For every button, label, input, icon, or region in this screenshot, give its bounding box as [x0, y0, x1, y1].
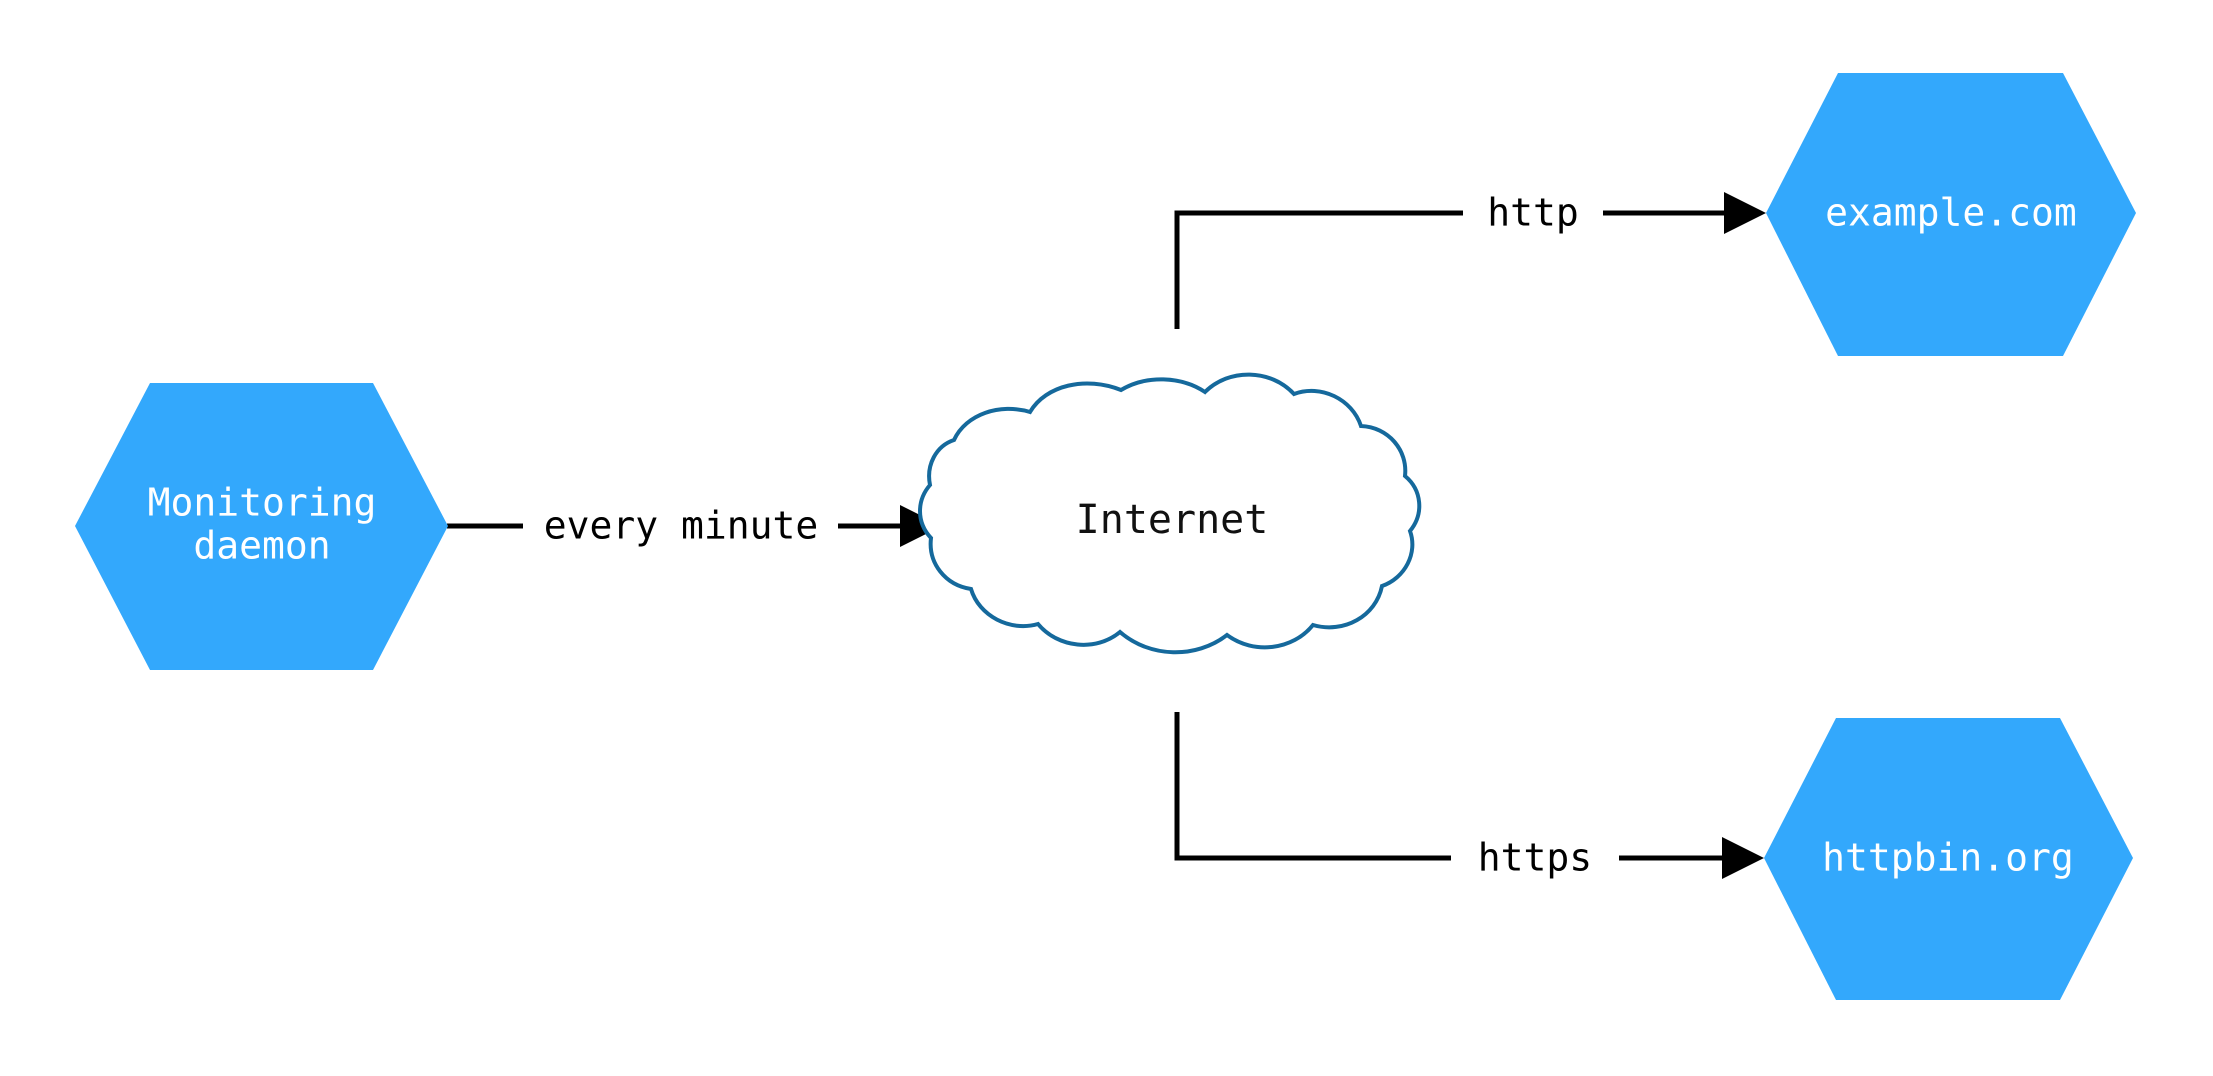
arrowhead-icon [1724, 192, 1766, 234]
edge-daemon-to-internet[interactable]: every minute [447, 504, 942, 548]
edge-elbow-down [1174, 712, 1451, 861]
edge-internet-to-example[interactable]: http [1174, 191, 1766, 330]
edge-internet-to-httpbin[interactable]: https [1174, 712, 1764, 880]
node-label-internet: Internet [1076, 497, 1269, 543]
edge-label-https: https [1478, 836, 1592, 880]
edge-label-http: http [1487, 191, 1579, 235]
node-monitoring-daemon[interactable]: Monitoring daemon [75, 383, 448, 670]
node-httpbin-org[interactable]: httpbin.org [1764, 718, 2133, 1000]
node-internet[interactable]: Internet [918, 372, 1422, 655]
arrowhead-icon [1722, 837, 1764, 879]
hexagon-shape [75, 383, 448, 670]
cloud-shape [918, 372, 1422, 655]
hexagon-shape [1764, 718, 2133, 1000]
node-label-httpbin-org: httpbin.org [1822, 836, 2074, 880]
edge-elbow-up [1174, 210, 1463, 329]
edge-label-every-minute: every minute [544, 504, 819, 548]
node-label-example-com: example.com [1825, 191, 2077, 235]
hexagon-shape [1766, 73, 2136, 356]
node-label-line1: Monitoring [148, 481, 377, 525]
node-example-com[interactable]: example.com [1766, 73, 2136, 356]
node-label-line2: daemon [193, 524, 330, 568]
